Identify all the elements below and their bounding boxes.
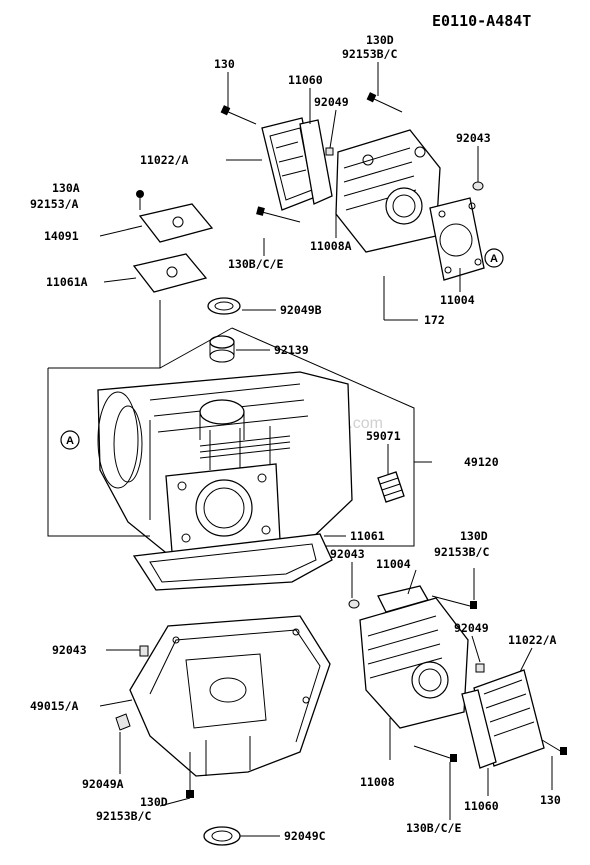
- head-gasket-11004-top: [429, 197, 485, 281]
- cylinder-head-11008A: [335, 129, 441, 253]
- label-130D-bottom: 130D: [140, 795, 168, 809]
- label-11008: 11008: [360, 775, 395, 789]
- label-11008A: 11008A: [310, 239, 352, 253]
- label-130-top: 130: [214, 57, 235, 71]
- plug-92049A: [115, 713, 131, 731]
- label-11060-bottom: 11060: [464, 799, 499, 813]
- label-130-bottom: 130: [540, 793, 561, 807]
- bolt-130D-top: [366, 92, 403, 113]
- label-130A: 130A: [52, 181, 80, 195]
- pin-92049-mid: [475, 663, 485, 673]
- bolt-130D-bottom: [186, 752, 194, 798]
- bracket-left: [48, 300, 161, 369]
- label-92139: 92139: [274, 343, 309, 357]
- label-14091: 14091: [44, 229, 79, 243]
- dowel-92043-top: [472, 181, 484, 191]
- dowel-92043-mid: [348, 599, 360, 609]
- gasket-11060-bottom: [461, 689, 497, 769]
- dowel-92043-left: [139, 645, 149, 657]
- diagram-title: E0110-A484T: [432, 12, 531, 30]
- label-92153A: 92153/A: [30, 197, 79, 211]
- label-92153BC-bottom: 92153B/C: [96, 809, 151, 823]
- label-11061A: 11061A: [46, 275, 88, 289]
- cylinder-head-11008: [359, 597, 469, 729]
- head-gasket-11004-mid: [377, 585, 429, 613]
- oil-seal-92049C: [203, 826, 241, 846]
- svg-text:A: A: [66, 435, 74, 447]
- label-11004-mid: 11004: [376, 557, 411, 571]
- label-11061: 11061: [350, 529, 385, 543]
- label-92153BC-top: 92153B/C: [342, 47, 397, 61]
- label-92049C: 92049C: [284, 829, 326, 843]
- breather-cover-14091: [138, 203, 214, 243]
- breather-gasket-11061A: [132, 253, 208, 293]
- label-130D-top: 130D: [366, 33, 394, 47]
- label-92043-top: 92043: [456, 131, 491, 145]
- label-92049-top: 92049: [314, 95, 349, 109]
- breather-59071: [377, 471, 405, 503]
- pin-92049-top: [325, 147, 334, 156]
- label-49120: 49120: [464, 455, 499, 469]
- label-92049A: 92049A: [82, 777, 124, 791]
- callout-a-top: A: [484, 248, 504, 268]
- head-gasket-cover-top: [299, 119, 333, 205]
- callout-a-left: A: [60, 430, 80, 450]
- label-130BCE-top: 130B/C/E: [228, 257, 283, 271]
- leader-lines: [99, 62, 553, 837]
- bolt-130-bottom: [541, 739, 567, 755]
- oil-seal-92049B: [207, 297, 241, 315]
- label-92153BC-mid: 92153B/C: [434, 545, 489, 559]
- label-11022A-top: 11022/A: [140, 153, 189, 167]
- bracket-right: [231, 327, 432, 463]
- bearing-92139: [209, 335, 235, 363]
- label-59071: 59071: [366, 429, 401, 443]
- label-92049B: 92049B: [280, 303, 322, 317]
- part-labels: 130 11060 130D 92153B/C 92049 11022/A 92…: [30, 33, 561, 843]
- bolt-130D-mid: [431, 595, 477, 609]
- label-130BCE-bottom: 130B/C/E: [406, 821, 461, 835]
- label-92043-mid: 92043: [330, 547, 365, 561]
- svg-text:A: A: [490, 253, 498, 265]
- gasket-11061: [132, 533, 333, 591]
- bolt-130-top: [220, 105, 257, 125]
- crankcase-cover-49015A: [129, 615, 331, 777]
- bolt-130BCE-top: [256, 206, 301, 223]
- label-130D-mid: 130D: [460, 529, 488, 543]
- label-172: 172: [424, 313, 445, 327]
- label-49015A: 49015/A: [30, 699, 79, 713]
- screw-130A: [136, 190, 144, 210]
- label-92043-left: 92043: [52, 643, 87, 657]
- bolt-130BCE-bottom: [413, 745, 457, 762]
- crankcase-49120: [97, 371, 353, 557]
- label-11004-top: 11004: [440, 293, 475, 307]
- label-11060-top: 11060: [288, 73, 323, 87]
- label-92049-mid: 92049: [454, 621, 489, 635]
- label-11022A-mid: 11022/A: [508, 633, 557, 647]
